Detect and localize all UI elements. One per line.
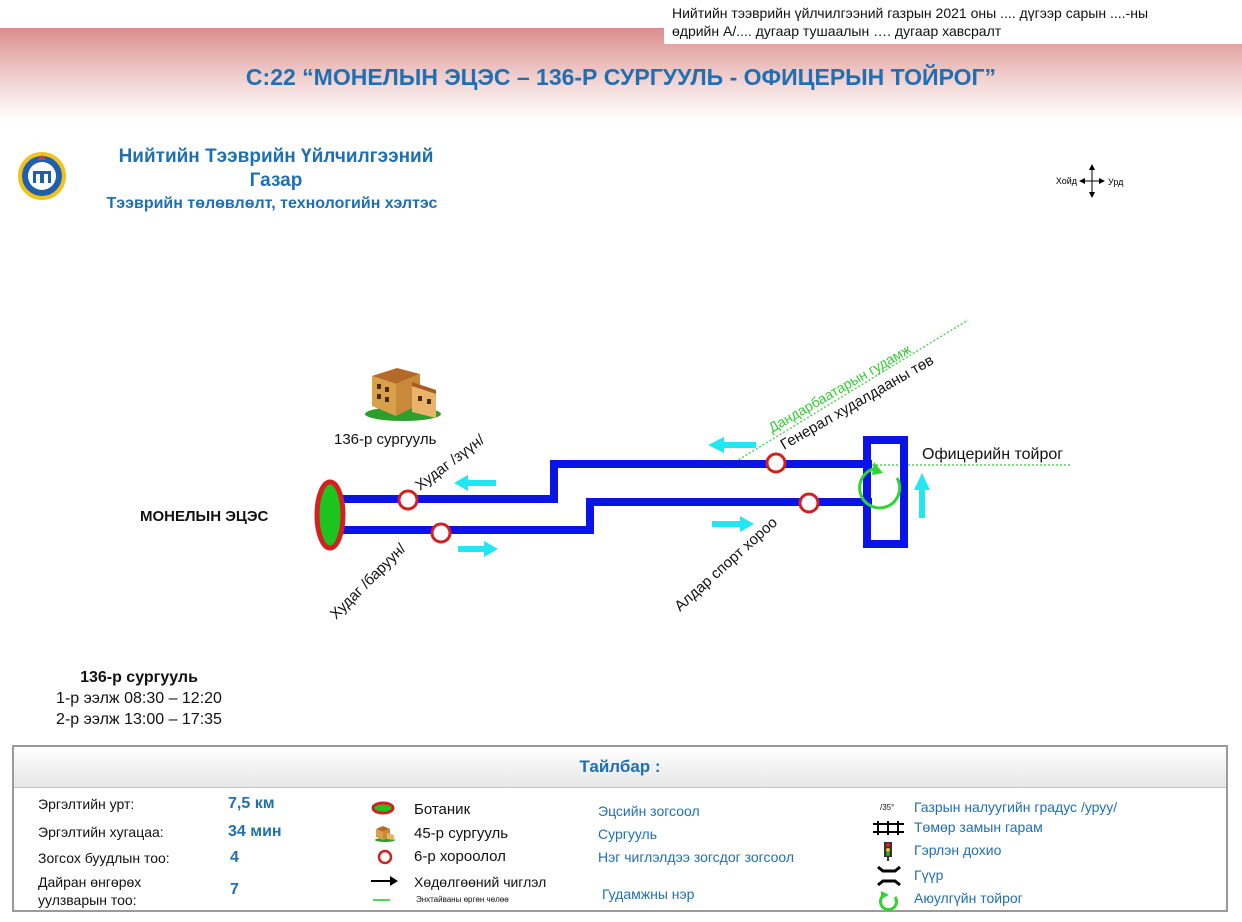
crossings-label: Дайран өнгөрөх уулзварын тоо: (38, 873, 141, 909)
direction-legend-icon (371, 876, 398, 886)
legend-sym-1: Ботаник (414, 801, 471, 818)
traffic-light-icon (884, 842, 892, 861)
legend-sym-5: Энхтайваны өргөн чөлөө (416, 895, 509, 904)
org-name-line-2: Газар (249, 170, 303, 191)
legend-panel: Тайлбар : Эргэлтийн урт: 7,5 км Эргэлтий… (12, 745, 1228, 912)
legend-meaning-4: Гудамжны нэр (602, 886, 695, 902)
legend-title: Тайлбар : (14, 747, 1226, 788)
compass-icon: Хойд Урд (1056, 164, 1124, 198)
arrow-left-icon (454, 475, 496, 491)
street-legend-icon (373, 899, 390, 901)
order-note-box (664, 0, 1242, 44)
stops-count-value: 4 (230, 849, 239, 866)
route-map: 136-р сургууль МОНЕЛЫН ЭЦЭС Худаг /зүүн/… (140, 319, 1070, 623)
stop-general (765, 452, 787, 474)
legend-bridge: Гүүр (914, 867, 944, 883)
school-building-icon (365, 368, 441, 421)
stop-label-hudag-baruun: Худаг /баруун/ (327, 540, 410, 623)
order-line-1: Нийтийн тээврийн үйлчилгээний газрын 202… (672, 5, 1149, 21)
route-length-label: Эргэлтийн урт: (38, 796, 135, 812)
school-label: 136-р сургууль (334, 431, 437, 448)
terminal-label: МОНЕЛЫН ЭЦЭС (140, 508, 269, 525)
org-logo-icon (18, 152, 66, 200)
route-duration-label: Эргэлтийн хугацаа: (38, 824, 164, 840)
compass-east-label: Урд (1108, 177, 1124, 187)
legend-rail: Төмөр замын гарам (914, 819, 1043, 835)
route-title: С:22 “МОНЕЛЫН ЭЦЭС – 136-Р СУРГУУЛЬ - ОФ… (245, 64, 997, 90)
legend-meaning-2: Сургууль (598, 826, 658, 842)
legend-sym-3: 6-р хороолол (414, 848, 506, 865)
stop-aldar (798, 492, 820, 514)
legend-sym-2: 45-р сургууль (414, 825, 509, 842)
order-line-2: өдрийн А/.... дугаар тушаалын …. дугаар … (672, 23, 1002, 39)
legend-sym-4: Хөдөлгөөний чиглэл (414, 874, 547, 890)
bridge-icon (877, 865, 901, 887)
legend-grade: Газрын налуугийн градус /уруу/ (914, 799, 1118, 815)
school-schedule-heading: 136-р сургууль (80, 669, 198, 686)
arrow-left-icon (708, 437, 756, 453)
safety-roundabout-icon (858, 466, 902, 510)
route-length-value: 7,5 км (228, 795, 275, 812)
school-schedule: 136-р сургууль 1-р ээлж 08:30 – 12:20 2-… (34, 667, 244, 730)
crossings-value: 7 (230, 881, 239, 898)
stop-hudag-zuun (397, 489, 419, 511)
org-department: Тээврийн төлөвлөлт, технологийн хэлтэс (106, 195, 438, 212)
arrow-right-icon (712, 516, 754, 532)
direction-arrows (454, 437, 930, 557)
roundabout-loop (863, 436, 908, 548)
route-line-outbound (340, 460, 872, 503)
school-shift-1: 1-р ээлж 08:30 – 12:20 (56, 690, 222, 707)
route-line-inbound (340, 498, 872, 534)
legend-traffic-light: Гэрлэн дохио (914, 842, 1002, 858)
railway-crossing-icon (873, 821, 904, 835)
stop-label-aldar: Алдар спорт хороо (671, 514, 781, 615)
school-legend-icon (375, 826, 395, 842)
stop-hudag-baruun (430, 522, 452, 544)
terminal-icon (314, 479, 346, 551)
roundabout-label: Офицерийн тойрог (922, 446, 1063, 463)
crossings-label-line-1: Дайран өнгөрөх (38, 874, 142, 890)
arrow-right-icon (458, 541, 498, 557)
street-line (724, 319, 969, 469)
route-duration-value: 34 мин (228, 823, 282, 840)
org-name-line-1: Нийтийн Тээврийн Үйлчилгээний (118, 146, 434, 167)
terminal-legend-icon (371, 801, 395, 815)
compass-north-label: Хойд (1056, 176, 1078, 186)
grade-legend-icon: /35° (880, 803, 895, 812)
crossings-label-line-2: уулзварын тоо: (38, 892, 137, 908)
stop-legend-icon (377, 849, 393, 865)
org-name: Нийтийн Тээврийн Үйлчилгээний Газар (86, 145, 466, 193)
order-note: Нийтийн тээврийн үйлчилгээний газрын 202… (672, 4, 1238, 40)
stops-count-label: Зогсох буудлын тоо: (38, 850, 170, 866)
school-shift-2: 2-р ээлж 13:00 – 17:35 (56, 711, 222, 728)
legend-roundabout: Аюулгүйн тойрог (914, 890, 1023, 906)
safety-roundabout-legend-icon (879, 891, 898, 911)
legend-meaning-1: Эцсийн зогсоол (598, 803, 700, 819)
arrow-up-icon (914, 473, 930, 518)
legend-meaning-3: Нэг чиглэлдээ зогсдог зогсоол (598, 849, 795, 865)
roundabout-arrowhead (872, 462, 883, 475)
